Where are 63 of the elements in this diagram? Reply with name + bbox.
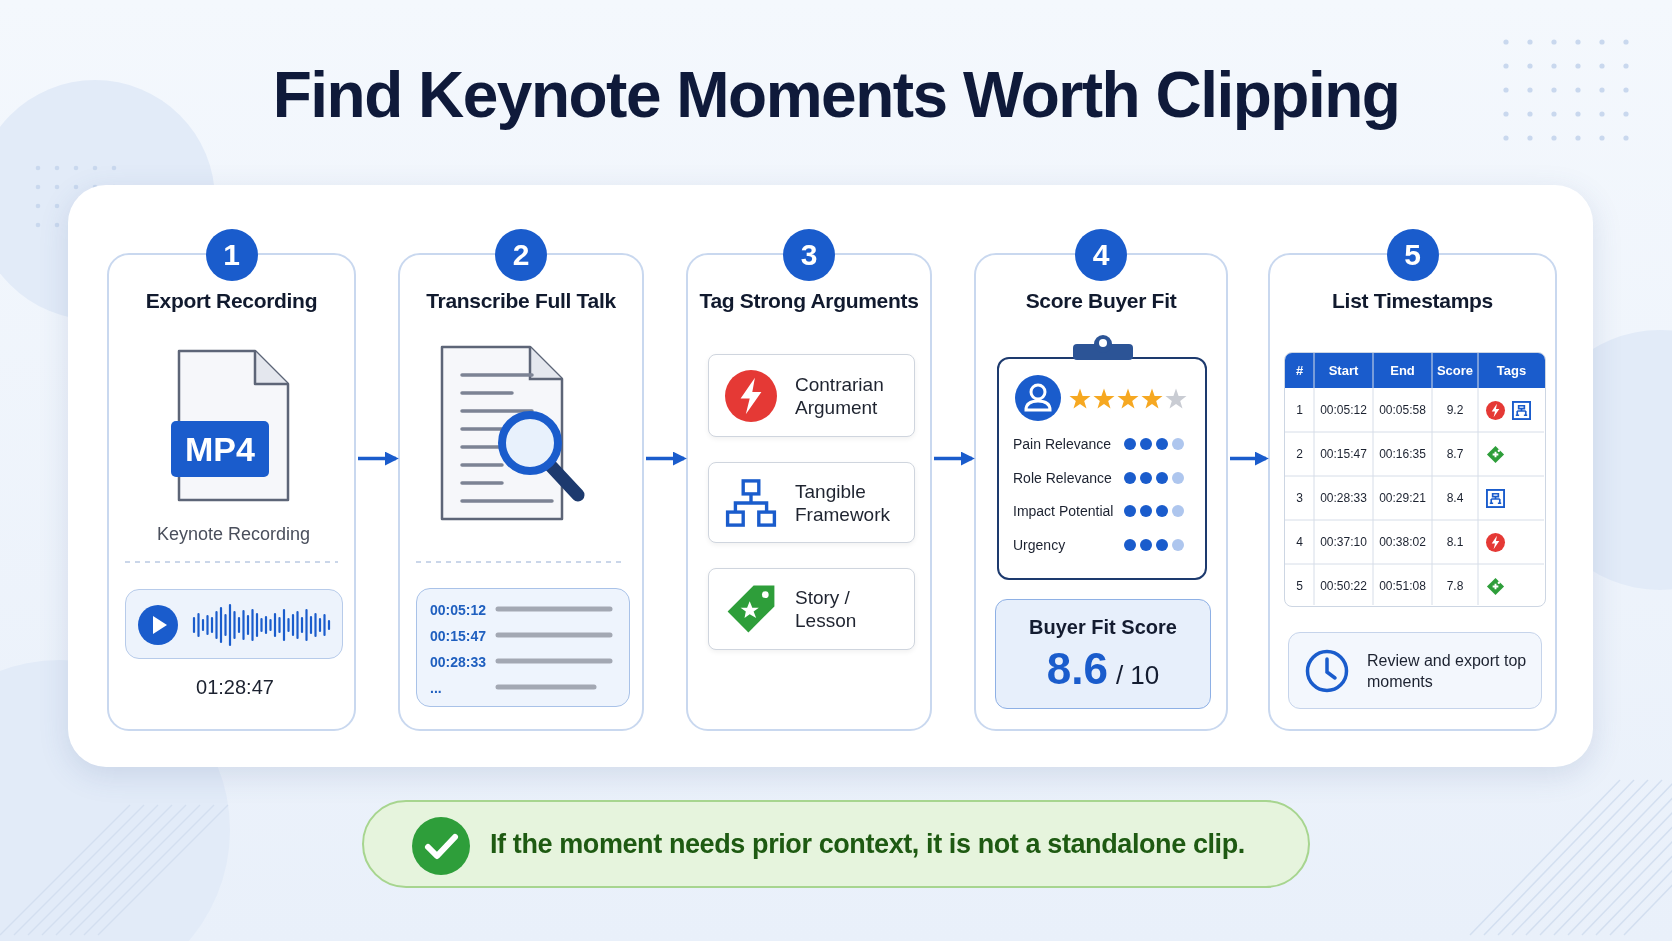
table-cell-text: 3 bbox=[1295, 490, 1304, 507]
table-cell-text: 2 bbox=[1295, 446, 1304, 463]
column-header: Score bbox=[1435, 362, 1475, 380]
step-title: Tag Strong Arguments bbox=[698, 289, 920, 313]
score-panel bbox=[995, 599, 1211, 709]
arrow bbox=[934, 451, 975, 466]
tag-card bbox=[708, 462, 915, 543]
tag-card bbox=[708, 568, 915, 650]
arrow bbox=[646, 451, 687, 466]
table-cell-text: 00:05:12 bbox=[1319, 402, 1368, 419]
table-cell-text: 5 bbox=[1295, 578, 1304, 595]
table-cell-text: 00:50:22 bbox=[1319, 578, 1368, 595]
step-number-badge: 3 bbox=[783, 229, 835, 281]
score-heading: Buyer Fit Score bbox=[1028, 616, 1178, 639]
table-cell-text: 00:51:08 bbox=[1378, 578, 1427, 595]
timestamp: 00:28:33 bbox=[430, 653, 487, 671]
score-scale: / 10 bbox=[1115, 660, 1160, 690]
table-cell-text: 00:05:58 bbox=[1378, 402, 1427, 419]
note-text: If the moment needs prior context, it is not a standalone clip. bbox=[490, 828, 1245, 860]
table-cell-text: 00:15:47 bbox=[1319, 446, 1368, 463]
table-cell-text: 4 bbox=[1295, 534, 1304, 551]
table-cell-text: 7.8 bbox=[1445, 578, 1465, 595]
review-note: Review and export top moments bbox=[1367, 650, 1528, 692]
step-title: List Timestamps bbox=[1331, 289, 1494, 313]
criterion-label: Role Relevance bbox=[1013, 468, 1112, 487]
file-format-badge: MP4 bbox=[171, 421, 269, 477]
review-panel bbox=[1288, 632, 1542, 709]
table-cell-text: 00:28:33 bbox=[1319, 490, 1368, 507]
tag-label: Contrarian Argument bbox=[795, 372, 885, 419]
table-cell-text: 8.4 bbox=[1445, 490, 1465, 507]
arrow bbox=[358, 451, 399, 466]
criterion-label: Impact Potential bbox=[1013, 502, 1114, 520]
tag-label: Tangible Framework bbox=[795, 479, 891, 526]
criterion-label: Urgency bbox=[1013, 535, 1066, 554]
column-header: Start bbox=[1327, 362, 1360, 380]
table-cell-text: 00:37:10 bbox=[1319, 534, 1368, 551]
arrow bbox=[1230, 451, 1269, 466]
table-cell-text: 00:29:21 bbox=[1378, 490, 1427, 507]
tag-card bbox=[708, 354, 915, 437]
table-cell-text: 8.1 bbox=[1445, 534, 1465, 551]
tag-label: Story / Lesson bbox=[795, 586, 858, 632]
timestamp: 00:15:47 bbox=[430, 627, 487, 645]
table-cell-text: 1 bbox=[1295, 402, 1304, 419]
diagram-title: Find Keynote Moments Worth Clipping bbox=[271, 58, 1401, 132]
table-cell-text: 00:38:02 bbox=[1378, 534, 1427, 551]
column-header: End bbox=[1389, 362, 1416, 380]
step-number-badge: 2 bbox=[495, 229, 547, 281]
table-cell-text: 9.2 bbox=[1445, 402, 1465, 419]
step-title: Transcribe Full Talk bbox=[425, 289, 617, 313]
caption-text: 01:28:47 bbox=[195, 676, 275, 699]
step-title: Export Recording bbox=[144, 289, 319, 313]
transcript-panel bbox=[416, 588, 630, 707]
table-cell-text: 8.7 bbox=[1445, 446, 1465, 463]
criterion-label: Pain Relevance bbox=[1013, 435, 1112, 453]
caption-text: Keynote Recording bbox=[155, 524, 312, 545]
table-cell-text: 00:16:35 bbox=[1378, 446, 1427, 463]
column-header: Tags bbox=[1495, 362, 1528, 380]
step-number-badge: 4 bbox=[1075, 229, 1127, 281]
timestamp: 00:05:12 bbox=[430, 601, 487, 619]
score-value: 8.6 bbox=[1046, 644, 1108, 693]
timestamp: ... bbox=[430, 679, 442, 697]
step-title: Score Buyer Fit bbox=[1024, 289, 1178, 313]
column-header: # bbox=[1294, 362, 1305, 380]
